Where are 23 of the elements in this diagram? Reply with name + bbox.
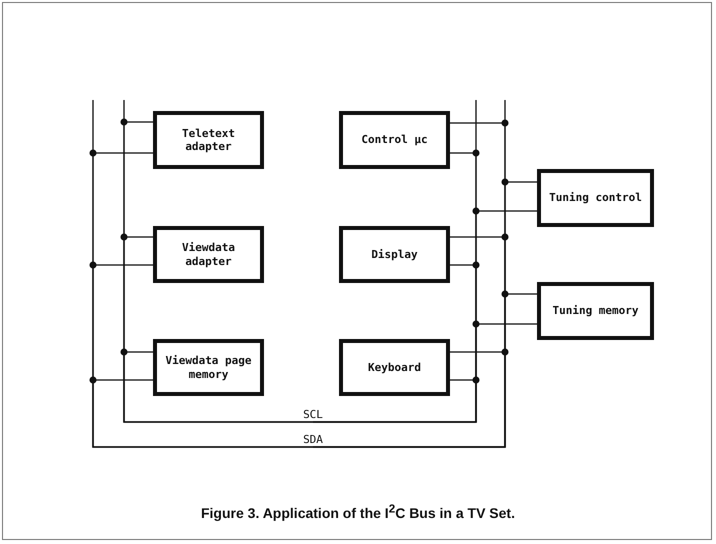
device-box bbox=[153, 111, 264, 169]
device-label: Tuning memory bbox=[551, 304, 640, 318]
bus-label: SDA bbox=[298, 434, 328, 446]
device-box bbox=[153, 339, 264, 396]
device-label: Viewdata page memory bbox=[165, 354, 252, 381]
device-box bbox=[153, 226, 264, 283]
device-box bbox=[339, 226, 450, 283]
bus-label: SCL bbox=[298, 409, 328, 421]
bus-connection bbox=[313, 351, 506, 448]
device-box bbox=[339, 111, 450, 169]
figure-caption: Figure 3. Application of the I$^{2}$C Bus in a TV Set. bbox=[200, 504, 515, 521]
device-label: Display bbox=[370, 248, 419, 262]
device-label: Control µc bbox=[360, 133, 429, 147]
device-label: Tuning control bbox=[549, 191, 642, 205]
device-label: Viewdata adapter bbox=[181, 241, 236, 268]
device-label: Keyboard bbox=[367, 360, 422, 374]
device-box bbox=[537, 282, 654, 340]
bus-connection bbox=[123, 351, 313, 423]
device-box bbox=[339, 339, 450, 396]
device-label: Teletext adapter bbox=[181, 126, 236, 154]
bus-connection bbox=[313, 379, 477, 423]
bus-connection bbox=[92, 379, 313, 448]
device-box bbox=[537, 169, 654, 227]
